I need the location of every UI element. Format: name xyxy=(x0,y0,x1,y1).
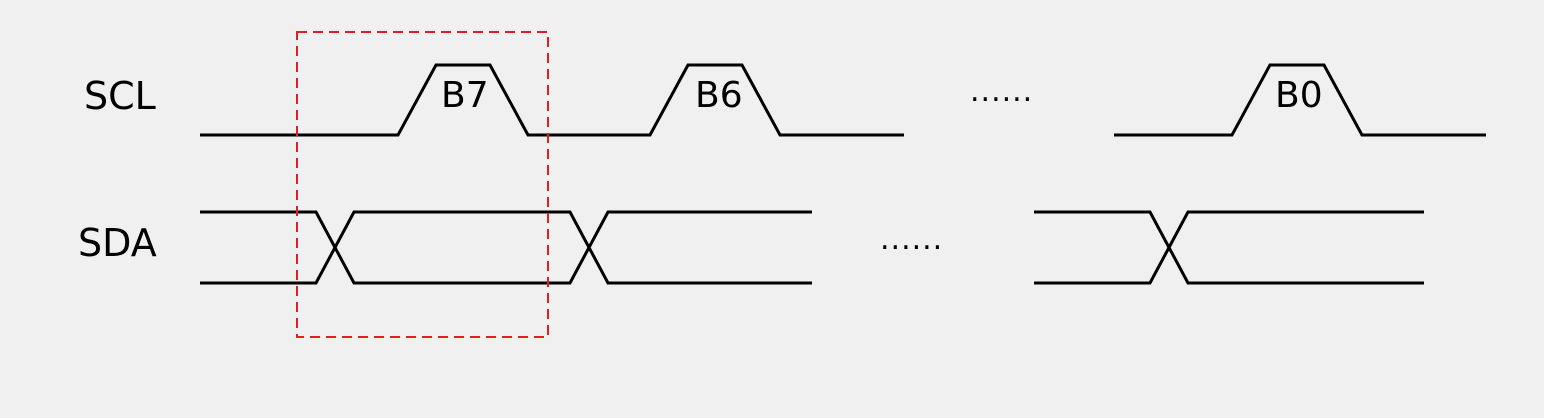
highlight-box xyxy=(296,31,549,338)
scl-segment-1 xyxy=(200,63,904,137)
scl-segment-2 xyxy=(1114,63,1486,137)
bit-label-b7: B7 xyxy=(441,75,489,116)
sda-bottom-rail-2 xyxy=(1034,210,1424,285)
scl-label: SCL xyxy=(84,74,156,118)
sda-top-rail-2 xyxy=(1034,210,1424,285)
scl-ellipsis: ...... xyxy=(970,74,1033,109)
sda-waveform xyxy=(200,210,1424,285)
bit-label-b0: B0 xyxy=(1275,75,1323,116)
sda-ellipsis: ...... xyxy=(880,222,943,257)
sda-bottom-rail-1 xyxy=(200,210,812,285)
sda-label: SDA xyxy=(78,221,157,265)
scl-waveform xyxy=(200,63,1486,137)
sda-top-rail-1 xyxy=(200,210,812,285)
bit-label-b6: B6 xyxy=(695,75,743,116)
